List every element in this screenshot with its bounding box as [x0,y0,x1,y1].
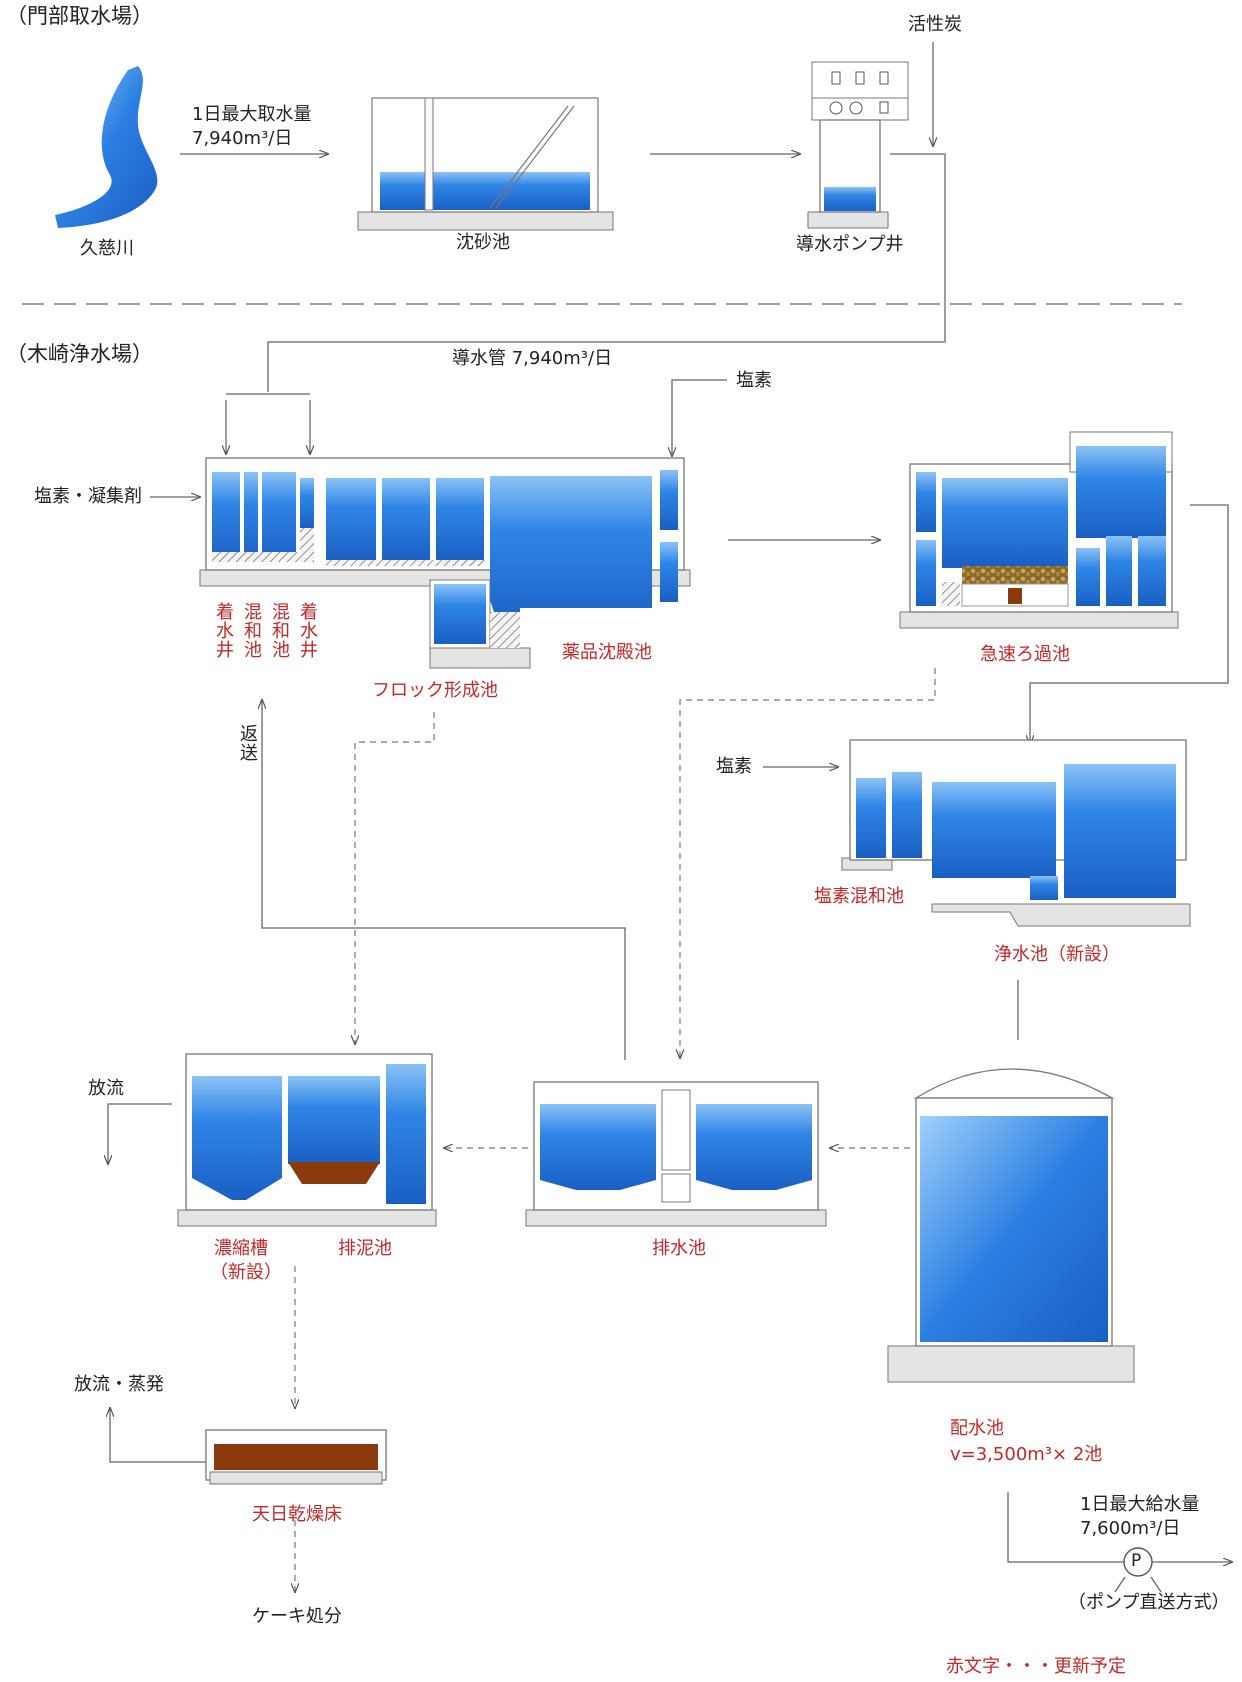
supply-line [1007,1492,1128,1563]
mixing-basin-b-label: 混和池 [269,602,290,659]
thickener-label-2: （新設） [210,1262,282,1283]
discharge-arrow [108,1103,172,1164]
max-supply-label-1: 1日最大給水量 [1080,1494,1200,1515]
thickener-label-1: 濃縮槽 [214,1238,268,1259]
activated-carbon-label: 活性炭 [908,14,962,35]
chlorine-top-label: 塩素 [736,370,772,391]
drying-bed [205,1429,387,1485]
chlorine-coagulant-label: 塩素・凝集剤 [34,486,142,507]
chlorine-mix-label: 塩素混和池 [814,886,904,907]
filter-wash-line [680,668,936,1058]
river-shape [55,66,158,228]
section-intake-title: （門部取水場） [6,4,153,28]
conduit-line [267,153,946,392]
pump-well-label: 導水ポンプ井 [796,234,904,255]
rapid-filter-label: 急速ろ過池 [980,644,1070,665]
pump-symbol-label: P [1131,1551,1142,1571]
receiving-mixing-floc-sed-block [199,457,691,669]
return-line [262,700,626,1060]
sedimentation-label: 薬品沈殿池 [562,642,652,663]
thickener-and-sludge-pond [177,1053,437,1227]
drain-pond-label: 排水池 [652,1238,706,1259]
evap-arrow [110,1408,210,1463]
distribution-reservoir-label: 配水池 [950,1418,1004,1439]
sludge-pond-label: 排泥池 [338,1238,392,1259]
chlorine-top-arrow [672,379,727,456]
chlorine-mid-label: 塩素 [716,756,752,777]
section-plant-title: （木崎浄水場） [6,342,153,366]
conduit-label: 導水管 7,940m³/日 [452,348,613,369]
rapid-filter [899,431,1179,629]
max-intake-label-1: 1日最大取水量 [192,104,312,125]
floc-basin-label: フロック形成池 [372,680,498,701]
return-label: 返送 [237,724,258,762]
clear-well-label: 浄水池（新設） [994,944,1120,965]
pump-icon [1123,1547,1153,1577]
pump-method-label: （ポンプ直送方式） [1068,1592,1230,1613]
discharge-label: 放流 [88,1078,124,1099]
chlorine-mix-and-clear-well [841,739,1191,927]
pump-leg-b [1150,1576,1162,1593]
floc-sludge-line [355,712,435,1044]
max-intake-label-2: 7,940m³/日 [192,128,293,149]
filter-to-chlorine-mix-arrow [1030,504,1229,744]
drying-bed-label: 天日乾燥床 [252,1504,342,1525]
settling-basin [357,97,614,231]
distribution-reservoir [887,1068,1135,1383]
drain-pond [525,1081,827,1227]
distribution-volume-label: v=3,500m³× 2池 [950,1444,1103,1465]
river-label: 久慈川 [80,238,134,259]
settling-basin-label: 沈砂池 [456,232,510,253]
receiving-well-b-label: 着水井 [297,602,318,659]
discharge-evap-label: 放流・蒸発 [74,1374,164,1395]
receiving-well-a-label: 着水井 [213,602,234,659]
legend-red-text: 赤文字・・・更新予定 [946,1656,1126,1677]
cake-disposal-label: ケーキ処分 [252,1606,342,1627]
pump-leg-a [1114,1576,1126,1593]
pump-well [807,61,909,229]
mixing-basin-a-label: 混和池 [241,602,262,659]
max-supply-label-2: 7,600m³/日 [1080,1518,1181,1539]
